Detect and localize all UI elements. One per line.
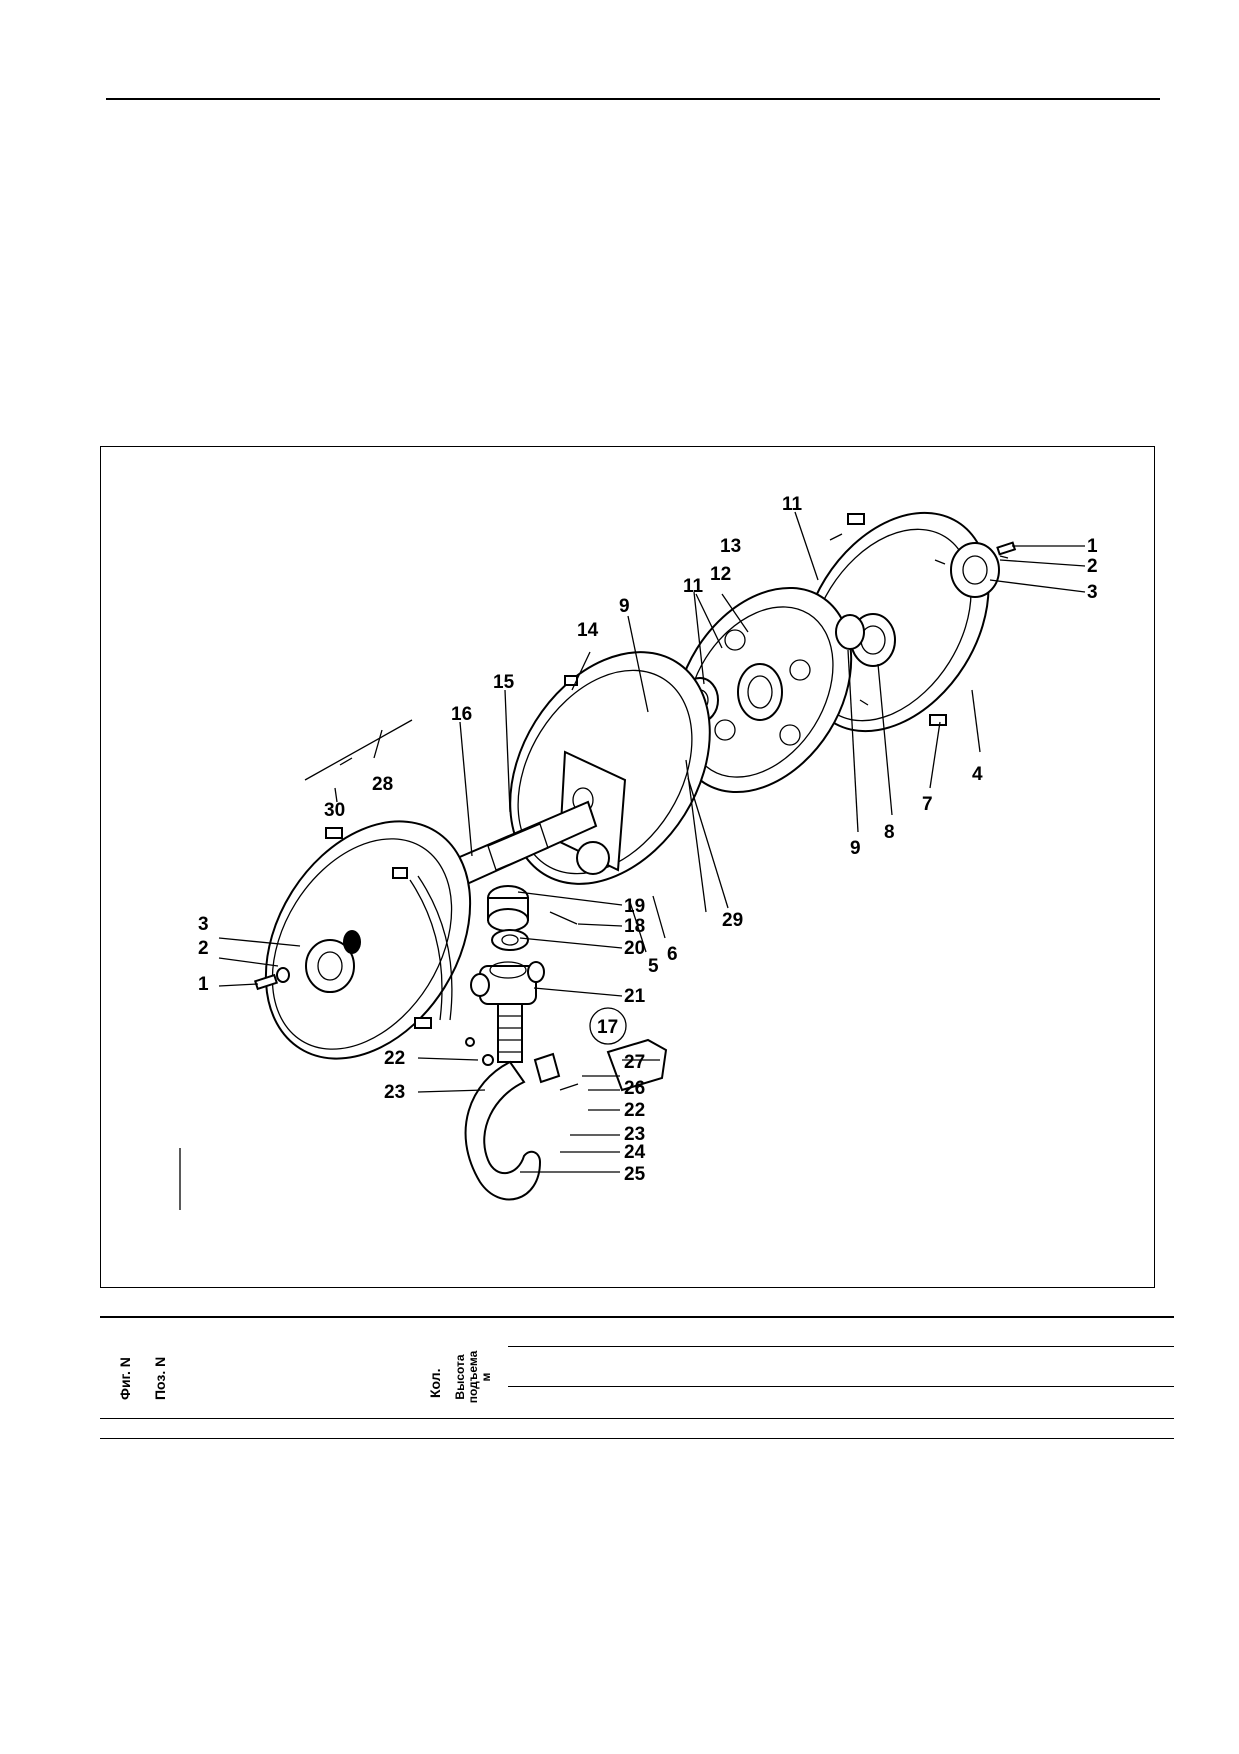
callout-18: 18 <box>624 916 645 937</box>
col-lift-height-line2: подъема <box>466 1350 480 1404</box>
callout-9-right: 9 <box>850 838 861 859</box>
sheave-13 <box>673 586 853 794</box>
callout-16: 16 <box>451 704 472 725</box>
callout-labels: 1 2 3 4 5 6 7 8 9 9 11 11 12 13 14 15 16… <box>198 494 1098 1185</box>
callout-26: 26 <box>624 1078 645 1099</box>
callout-13: 13 <box>720 536 741 557</box>
callout-12: 12 <box>710 564 731 585</box>
callout-1-left: 1 <box>198 974 209 995</box>
table-row-rule <box>100 1438 1174 1439</box>
callout-17: 17 <box>597 1017 618 1038</box>
leader-lines <box>218 511 1086 1173</box>
hook-assembly <box>464 885 668 1201</box>
table-sub-rule-2 <box>508 1386 1174 1387</box>
callout-11-mid: 11 <box>683 576 704 597</box>
callout-21: 21 <box>624 986 646 1007</box>
table-top-rule <box>100 1316 1174 1318</box>
callout-20: 20 <box>624 938 645 959</box>
callout-24: 24 <box>624 1142 646 1163</box>
screw-left <box>253 967 290 991</box>
col-lift-height-line1: Высота <box>453 1354 467 1400</box>
callout-22-right: 22 <box>624 1100 645 1121</box>
pins-28-30 <box>304 719 413 781</box>
callout-8: 8 <box>884 822 895 843</box>
callout-15: 15 <box>493 672 515 693</box>
callout-11-top: 11 <box>782 494 803 515</box>
callout-3-right: 3 <box>1087 582 1098 603</box>
callout-17-circle <box>589 1007 627 1045</box>
callout-23-right: 23 <box>624 1124 645 1145</box>
callout-14: 14 <box>577 620 599 641</box>
callout-22-left: 22 <box>384 1048 405 1069</box>
table-header-bottom-rule <box>100 1418 1174 1419</box>
callout-30: 30 <box>324 800 345 821</box>
col-quantity: Кол. <box>427 1368 443 1398</box>
callout-25: 25 <box>624 1164 646 1185</box>
col-fig-number: Фиг. N <box>117 1357 133 1400</box>
callout-1-right: 1 <box>1087 536 1098 557</box>
callout-19: 19 <box>624 896 645 917</box>
callout-2-left: 2 <box>198 938 209 959</box>
callout-7: 7 <box>922 794 933 815</box>
front-cover-left <box>264 820 472 1060</box>
screw-right <box>996 541 1017 556</box>
col-lift-height-line3: м <box>479 1372 493 1382</box>
callout-28: 28 <box>372 774 393 795</box>
callout-29: 29 <box>722 910 743 931</box>
callout-27: 27 <box>624 1052 645 1073</box>
table-sub-rule-1 <box>508 1346 1174 1347</box>
col-pos-number: Поз. N <box>152 1356 168 1400</box>
callout-6: 6 <box>667 944 678 965</box>
callout-9-left: 9 <box>619 596 630 617</box>
col-lift-height: Высота подъема м <box>453 1342 493 1412</box>
callout-23-left: 23 <box>384 1082 405 1103</box>
callout-2-right: 2 <box>1087 556 1098 577</box>
top-rule <box>106 98 1160 100</box>
callout-4: 4 <box>972 764 983 785</box>
callout-3-left: 3 <box>198 914 209 935</box>
callout-5: 5 <box>648 956 659 977</box>
